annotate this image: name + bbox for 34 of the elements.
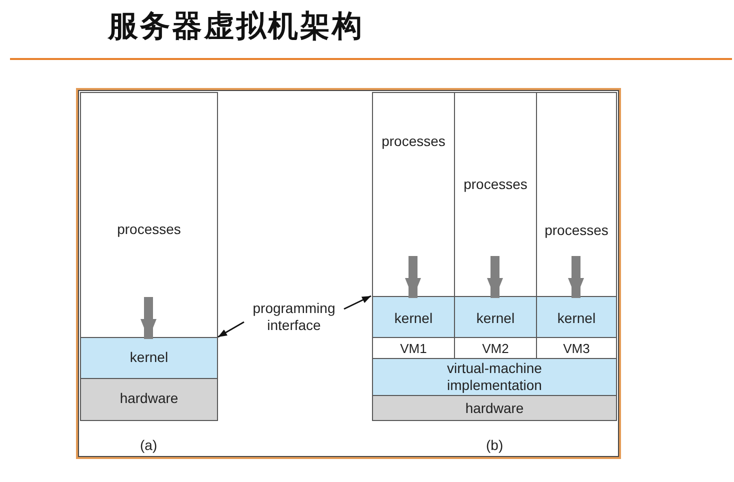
process-layer bbox=[372, 92, 455, 297]
hardware-label: hardware bbox=[120, 390, 178, 407]
arrow bbox=[405, 256, 421, 298]
leader-line bbox=[218, 321, 244, 338]
kernel-layer bbox=[454, 296, 537, 338]
vm-implementation-layer bbox=[372, 358, 617, 396]
process-layer bbox=[536, 92, 617, 297]
callout-text: programming interface bbox=[244, 300, 344, 334]
kernel-label: kernel bbox=[557, 310, 596, 327]
arrow bbox=[140, 297, 156, 339]
hardware-layer bbox=[80, 378, 218, 421]
process-label: processes bbox=[464, 176, 528, 193]
kernel-label: kernel bbox=[394, 310, 433, 327]
kernel-label: kernel bbox=[476, 310, 515, 327]
arrow bbox=[568, 256, 584, 298]
vm-label: VM3 bbox=[563, 340, 590, 357]
kernel-label: kernel bbox=[130, 349, 168, 366]
process-layer bbox=[80, 92, 218, 338]
panel-label: (b) bbox=[486, 437, 504, 453]
process-label: processes bbox=[382, 133, 446, 150]
slide-title: 服务器虚拟机架构 bbox=[108, 8, 364, 46]
hardware-layer bbox=[372, 395, 617, 421]
arrow bbox=[487, 256, 503, 298]
hardware-label: hardware bbox=[465, 400, 524, 417]
vm-label: VM1 bbox=[400, 340, 427, 357]
kernel-layer bbox=[372, 296, 455, 338]
kernel-layer bbox=[80, 337, 218, 379]
vm-label: VM2 bbox=[482, 340, 509, 357]
kernel-layer bbox=[536, 296, 617, 338]
process-label: processes bbox=[544, 222, 608, 239]
vm-implementation-label: virtual-machine implementation bbox=[446, 360, 543, 394]
process-label: processes bbox=[117, 221, 181, 238]
panel-label: (a) bbox=[140, 437, 158, 453]
leader-line bbox=[344, 295, 372, 310]
